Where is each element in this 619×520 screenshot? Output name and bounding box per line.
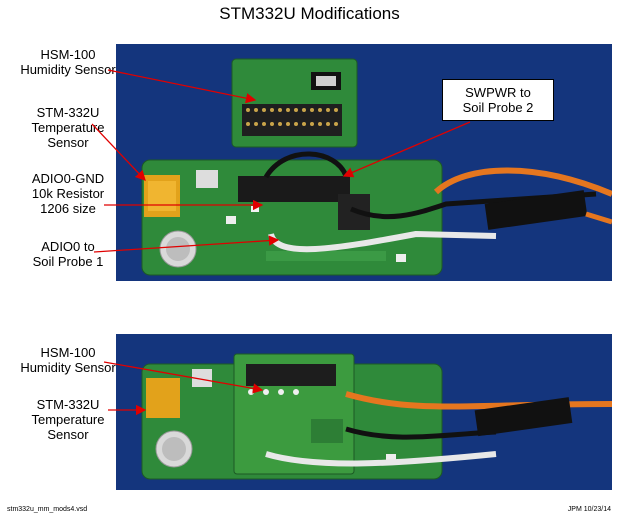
footer-author-date: JPM 10/23/14: [567, 506, 611, 513]
footer-filename: stm332u_mm_mods4.vsd: [7, 506, 88, 513]
label-hsm-100-humidity-sensor: HSM-100 Humidity Sensor: [20, 47, 116, 77]
callout-swpwr-soil-probe-2: SWPWR to Soil Probe 2: [442, 79, 554, 121]
label-bottom-hsm-100-humidity-sensor: HSM-100 Humidity Sensor: [20, 345, 116, 375]
bottom-board-photo: [116, 334, 612, 490]
label-adio0-gnd-resistor: ADIO0-GND 10k Resistor 1206 size: [31, 171, 105, 216]
label-stm-332u-temperature-sensor: STM-332U Temperature Sensor: [31, 105, 105, 150]
hsm-100-sensor-board: [231, 58, 358, 148]
label-bottom-stm-332u-temperature-sensor: STM-332U Temperature Sensor: [31, 397, 105, 442]
diagram-title: STM332U Modifications: [219, 4, 400, 23]
label-adio0-soil-probe-1: ADIO0 to Soil Probe 1: [32, 239, 104, 269]
stm332u-assembled-board: [141, 353, 443, 480]
